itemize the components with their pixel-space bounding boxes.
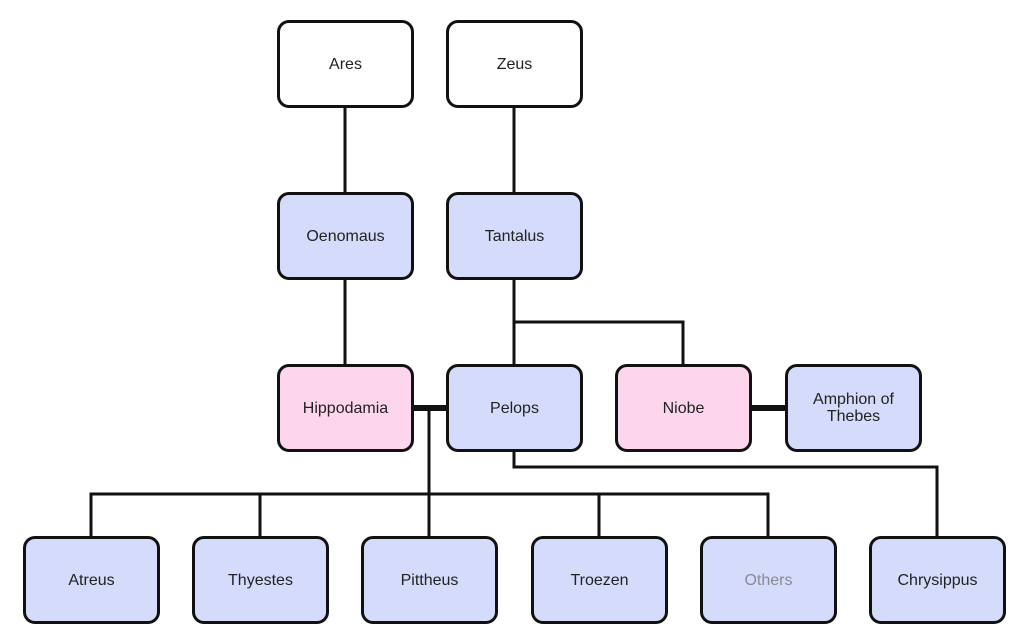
node-pelops: Pelops: [446, 364, 583, 452]
node-zeus: Zeus: [446, 20, 583, 108]
node-amphion: Amphion of Thebes: [785, 364, 922, 452]
node-label: Niobe: [662, 399, 705, 417]
node-ares: Ares: [277, 20, 414, 108]
node-label: Pelops: [490, 399, 539, 417]
node-tantalus: Tantalus: [446, 192, 583, 280]
node-label: Pittheus: [400, 571, 459, 589]
node-pittheus: Pittheus: [361, 536, 498, 624]
node-label: Hippodamia: [302, 399, 389, 417]
node-atreus: Atreus: [23, 536, 160, 624]
node-label: Oenomaus: [306, 227, 385, 245]
node-label: Troezen: [570, 571, 629, 589]
node-label: Ares: [329, 55, 362, 73]
node-thyestes: Thyestes: [192, 536, 329, 624]
node-label: Others: [744, 571, 793, 589]
line-tantalus-niobe: [514, 320, 685, 365]
node-label: Thyestes: [228, 571, 293, 589]
node-hippodamia: Hippodamia: [277, 364, 414, 452]
node-niobe: Niobe: [615, 364, 752, 452]
node-label: Chrysippus: [897, 571, 978, 589]
node-oenomaus: Oenomaus: [277, 192, 414, 280]
node-label: Tantalus: [484, 227, 545, 245]
node-troezen: Troezen: [531, 536, 668, 624]
line-pelops-chrysippus: [512, 451, 939, 537]
node-label: Amphion of Thebes: [813, 391, 894, 425]
node-others: Others: [700, 536, 837, 624]
node-label: Zeus: [496, 55, 533, 73]
node-label: Atreus: [68, 571, 115, 589]
line-children-bar: [89, 492, 770, 537]
node-chrysippus: Chrysippus: [869, 536, 1006, 624]
